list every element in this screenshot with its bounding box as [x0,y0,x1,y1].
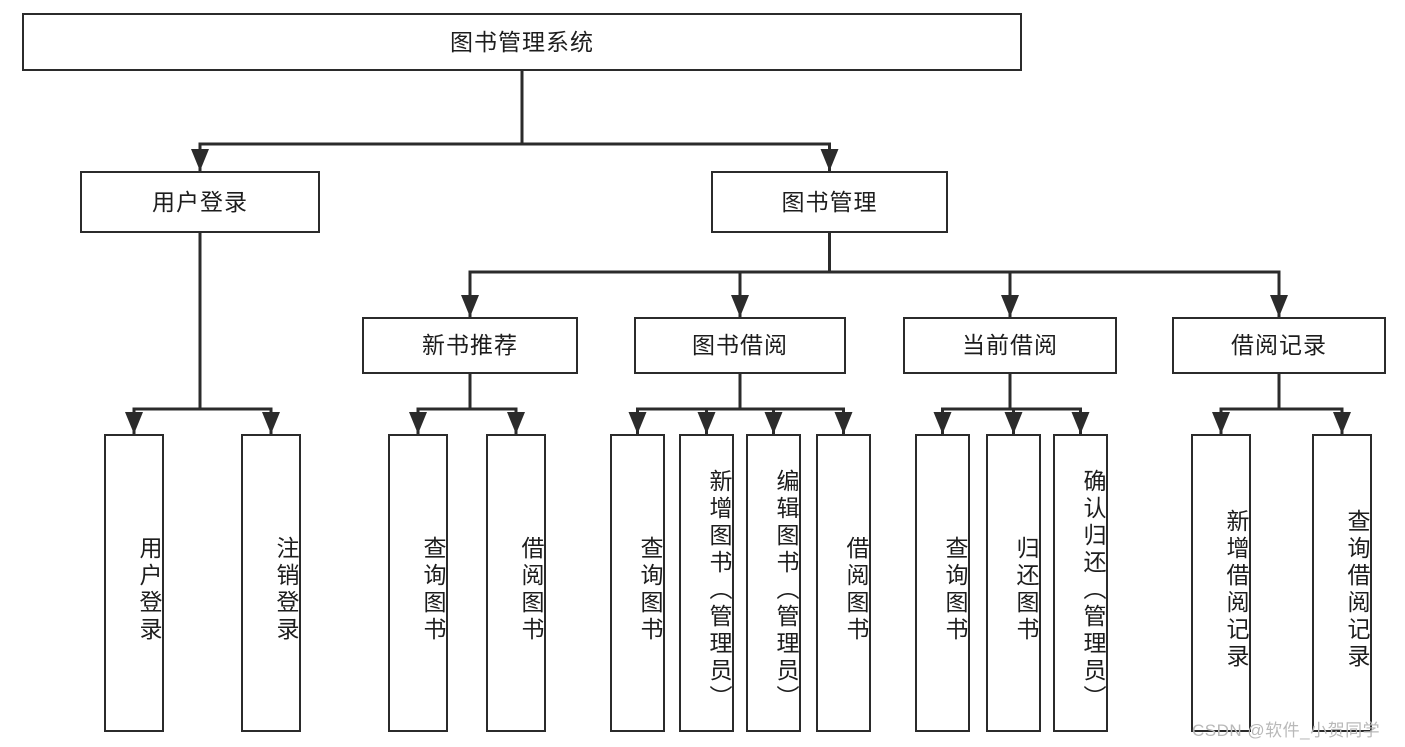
node-l_queryrec: 查询借阅记录 [1312,434,1372,732]
node-root: 图书管理系统 [22,13,1022,71]
node-l_addrec: 新增借阅记录 [1191,434,1251,732]
node-borrow: 图书借阅 [634,317,846,374]
watermark-label: CSDN @软件_小贺同学 [1192,721,1381,740]
node-current: 当前借阅 [903,317,1117,374]
node-l_edit: 编辑图书（管理员） [746,434,801,732]
node-l_borrow2: 借阅图书 [816,434,871,732]
node-l_query2: 查询图书 [610,434,665,732]
node-l_confirm: 确认归还（管理员） [1053,434,1108,732]
node-l_query1: 查询图书 [388,434,448,732]
node-new_book: 新书推荐 [362,317,578,374]
node-records: 借阅记录 [1172,317,1386,374]
node-l_query3: 查询图书 [915,434,970,732]
node-book_mgmt: 图书管理 [711,171,948,233]
node-l_login: 用户登录 [104,434,164,732]
node-l_add: 新增图书（管理员） [679,434,734,732]
node-l_logout: 注销登录 [241,434,301,732]
node-l_borrow1: 借阅图书 [486,434,546,732]
node-l_return: 归还图书 [986,434,1041,732]
node-user_login: 用户登录 [80,171,320,233]
